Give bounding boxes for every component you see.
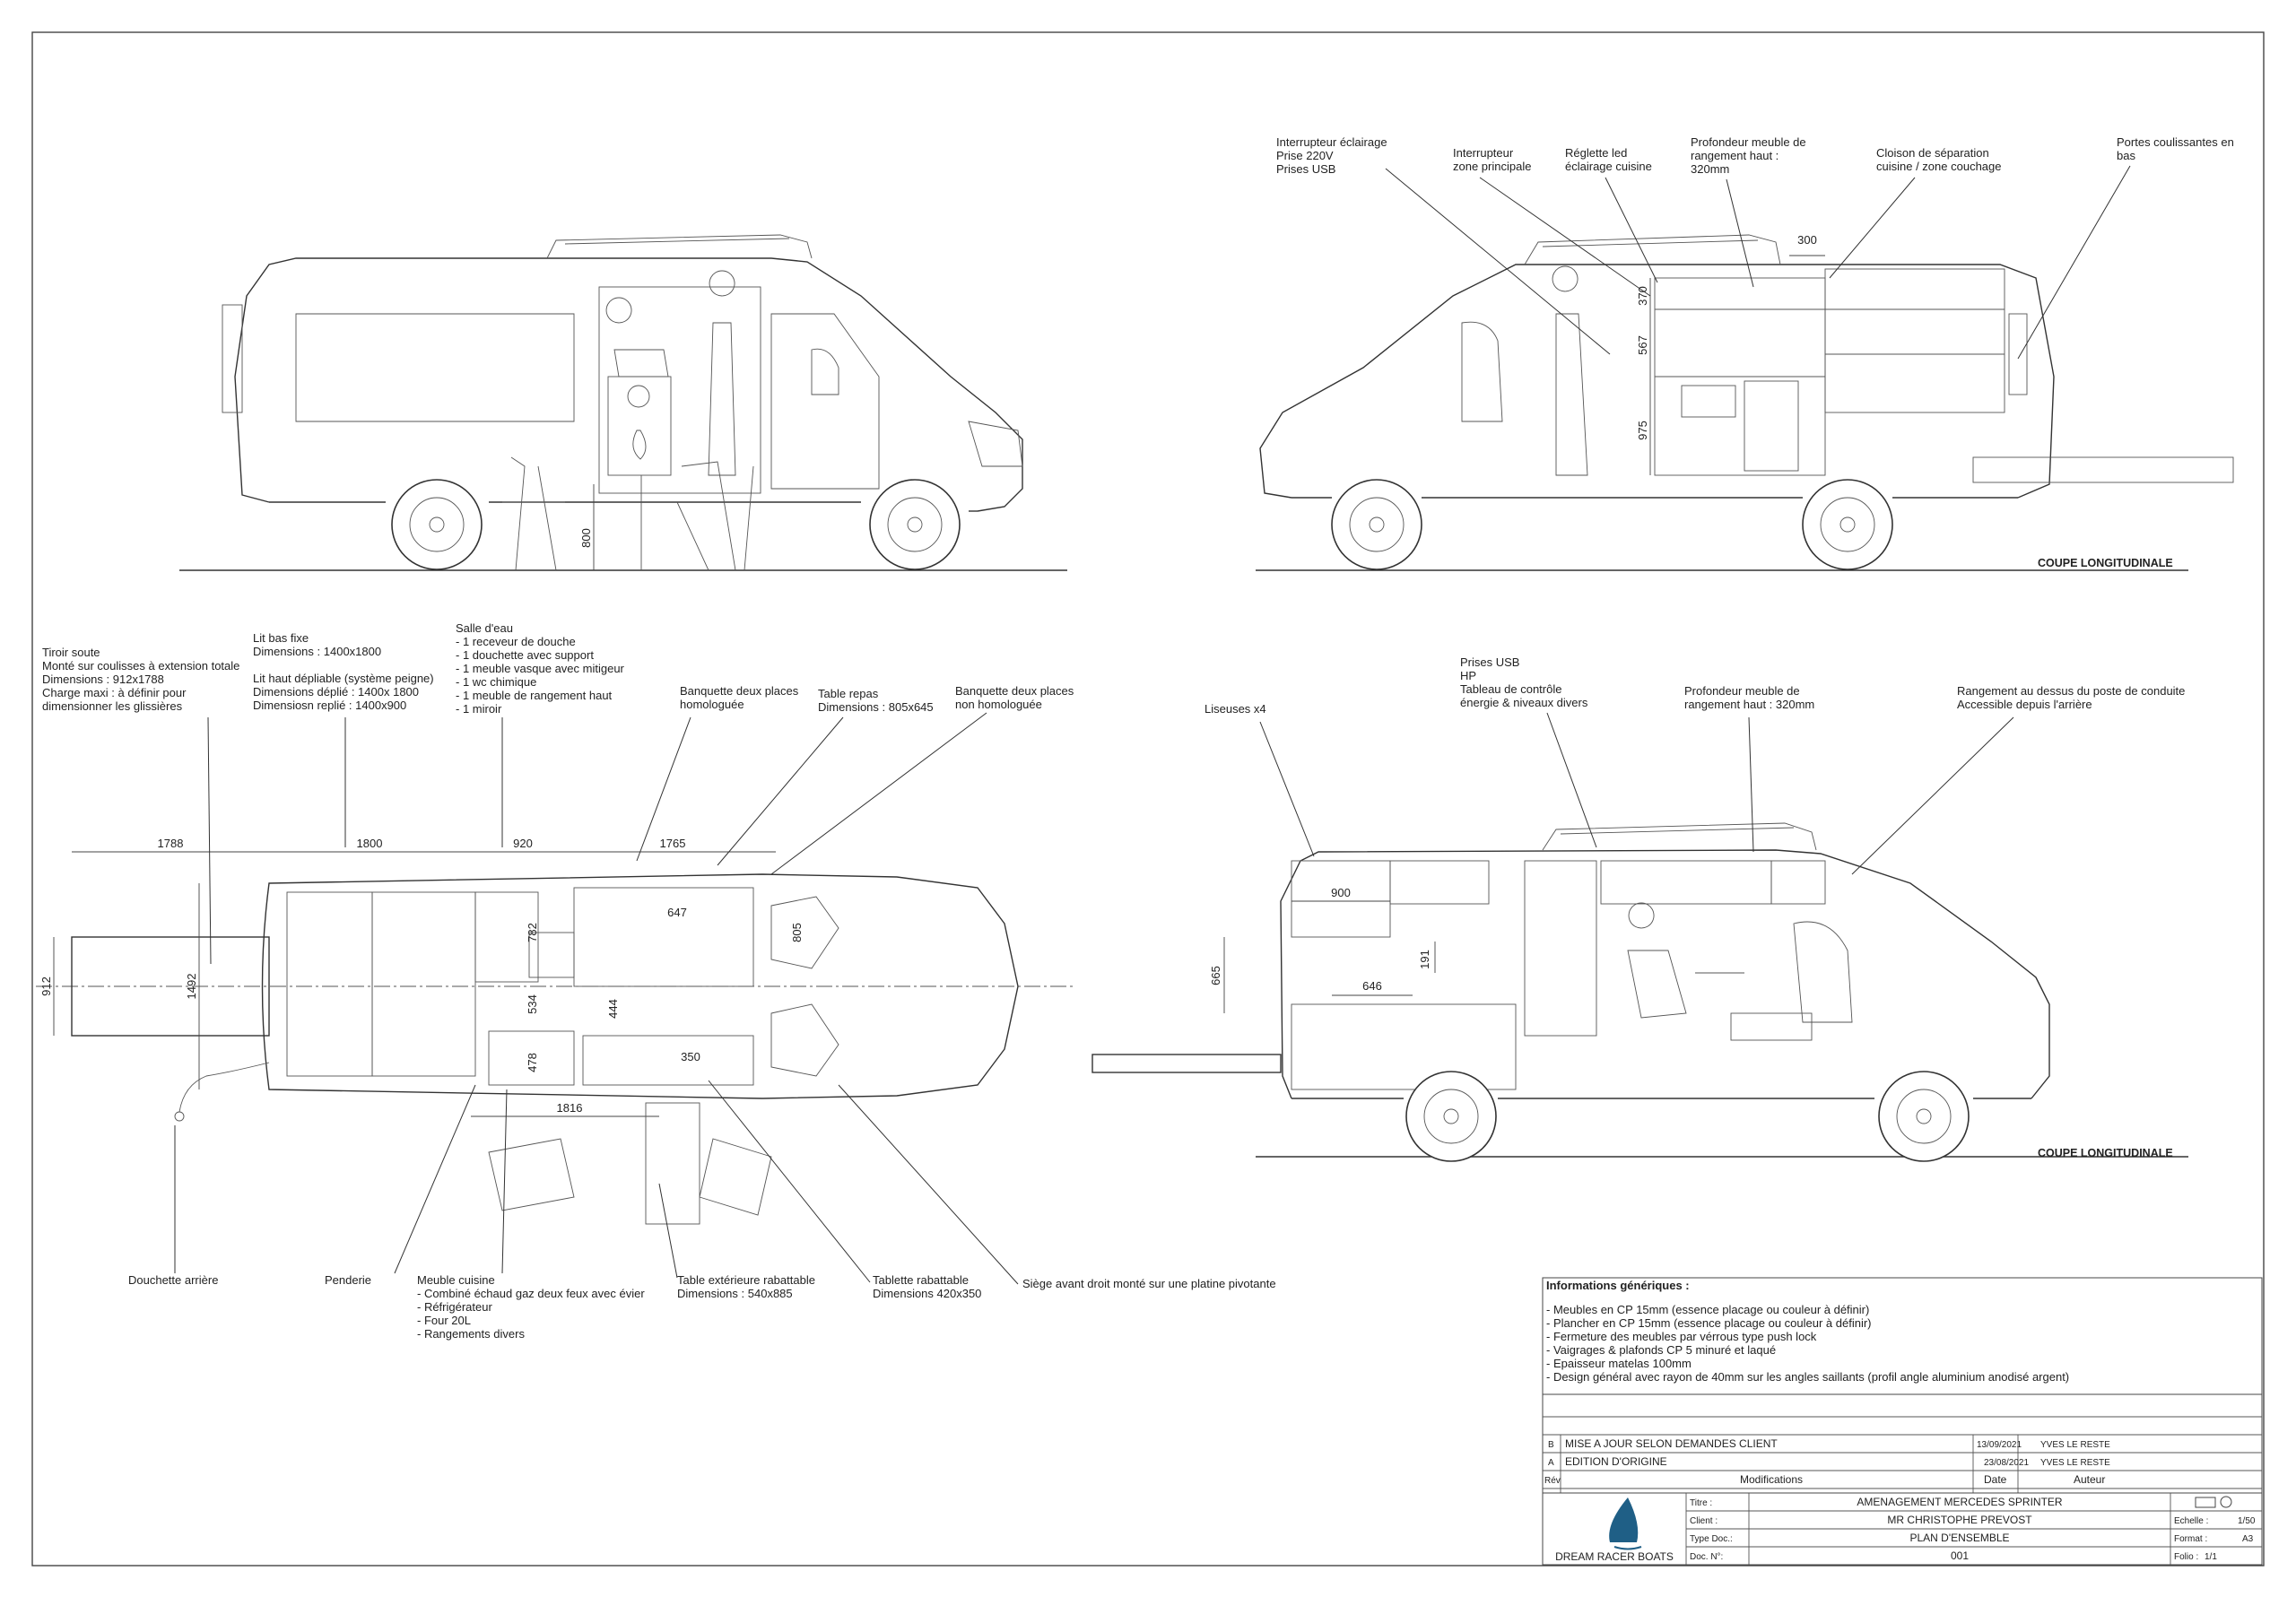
title-block: DREAM RACER BOATS Titre : AMENAGEMENT ME… bbox=[1542, 1492, 2263, 1566]
side-value-format: A3 bbox=[2242, 1534, 2254, 1544]
logo-sail-icon bbox=[1609, 1497, 1639, 1542]
dim-912: 912 bbox=[39, 976, 53, 996]
label-meuble-cuisine: Meuble cuisine - Combiné échaud gaz deux… bbox=[417, 1273, 648, 1341]
rev-row-b-author: YVES LE RESTE bbox=[2040, 1440, 2110, 1450]
bottom-right-labels: Liseuses x4 Prises USB HP Tableau de con… bbox=[1205, 655, 2188, 1159]
company-name: DREAM RACER BOATS bbox=[1555, 1550, 1674, 1563]
label-table-exterieure: Table extérieure rabattable Dimensions :… bbox=[677, 1273, 819, 1300]
sheet-border bbox=[31, 31, 2265, 1567]
label-tablette-rabattable: Tablette rabattable Dimensions 420x350 bbox=[873, 1273, 981, 1300]
rev-header-rev: Rév bbox=[1544, 1476, 1561, 1486]
projection-symbol-icon bbox=[2195, 1496, 2232, 1508]
info-title: Informations génériques : bbox=[1546, 1279, 1690, 1292]
section-title-bottom: COUPE LONGITUDINALE bbox=[2038, 1147, 2173, 1159]
rev-row-a-author: YVES LE RESTE bbox=[2040, 1458, 2110, 1468]
dim-350: 350 bbox=[681, 1050, 700, 1063]
dim-805: 805 bbox=[790, 923, 804, 942]
label-salle-eau: Salle d'eau - 1 receveur de douche - 1 d… bbox=[456, 621, 628, 716]
rev-header-mod: Modifications bbox=[1740, 1473, 1803, 1486]
dim-534: 534 bbox=[526, 994, 539, 1014]
dim-567: 567 bbox=[1636, 335, 1649, 355]
dim-900: 900 bbox=[1331, 886, 1351, 899]
dim-665: 665 bbox=[1209, 966, 1222, 985]
field-label-type: Type Doc.: bbox=[1690, 1534, 1733, 1544]
top-right-labels: Interrupteur éclairage Prise 220V Prises… bbox=[1276, 135, 2237, 569]
dim-370: 370 bbox=[1636, 286, 1649, 306]
rev-header-author: Auteur bbox=[2074, 1473, 2105, 1486]
label-penderie: Penderie bbox=[325, 1273, 371, 1287]
field-label-client: Client : bbox=[1690, 1516, 1718, 1526]
label-interrupteur-eclairage: Interrupteur éclairage Prise 220V Prises… bbox=[1276, 135, 1390, 176]
side-value-folio: 1/1 bbox=[2205, 1552, 2217, 1562]
label-rangement-conduite: Rangement au dessus du poste de conduite… bbox=[1957, 684, 2188, 711]
revision-table: B MISE A JOUR SELON DEMANDES CLIENT 13/0… bbox=[1542, 1393, 2263, 1494]
side-label-folio: Folio : bbox=[2174, 1552, 2198, 1562]
dim-647: 647 bbox=[667, 906, 687, 919]
dim-444: 444 bbox=[606, 999, 620, 1019]
label-liseuses: Liseuses x4 bbox=[1205, 702, 1266, 716]
field-value-titre: AMENAGEMENT MERCEDES SPRINTER bbox=[1857, 1496, 2062, 1508]
rev-row-b-mod: MISE A JOUR SELON DEMANDES CLIENT bbox=[1565, 1437, 1778, 1450]
label-interrupteur-zone: Interrupteur zone principale bbox=[1453, 146, 1531, 173]
rev-row-a-mod: EDITION D'ORIGINE bbox=[1565, 1455, 1667, 1468]
side-label-echelle: Echelle : bbox=[2174, 1516, 2208, 1526]
label-profondeur-meuble-haut: Profondeur meuble de rangement haut : 32… bbox=[1691, 135, 1809, 176]
van-elevation-top-left: 800 bbox=[179, 234, 1067, 571]
van-elevation-top-right: 300 370 567 975 bbox=[1256, 233, 2234, 571]
side-value-echelle: 1/50 bbox=[2238, 1516, 2256, 1526]
label-banquette-non-homologuee: Banquette deux places non homologuée bbox=[955, 684, 1077, 711]
dim-782: 782 bbox=[526, 923, 539, 942]
field-label-titre: Titre : bbox=[1690, 1498, 1712, 1508]
label-lit: Lit bas fixe Dimensions : 1400x1800 Lit … bbox=[253, 631, 437, 712]
plan-labels: Tiroir soute Monté sur coulisses à exten… bbox=[42, 621, 1276, 1341]
label-siege-avant: Siège avant droit monté sur une platine … bbox=[1022, 1277, 1276, 1290]
van-elevation-bottom-right: 900 191 646 665 bbox=[1091, 822, 2188, 1162]
field-value-client: MR CHRISTOPHE PREVOST bbox=[1887, 1514, 2032, 1526]
info-lines: - Meubles en CP 15mm (essence placage ou… bbox=[1546, 1303, 2069, 1384]
section-title-top: COUPE LONGITUDINALE bbox=[2038, 557, 2173, 569]
rev-row-a-date: 23/08/2021 bbox=[1984, 1458, 2029, 1468]
field-value-doc: 001 bbox=[1951, 1549, 1969, 1562]
rev-row-b-rev: B bbox=[1548, 1440, 1554, 1450]
dim-975: 975 bbox=[1636, 421, 1649, 440]
dim-1816: 1816 bbox=[557, 1101, 583, 1115]
field-value-type: PLAN D'ENSEMBLE bbox=[1910, 1532, 2010, 1544]
dim-646: 646 bbox=[1362, 979, 1382, 993]
dim-1800: 1800 bbox=[357, 837, 383, 850]
field-label-doc: Doc. N°: bbox=[1690, 1552, 1723, 1562]
label-prises-usb-hp: Prises USB HP Tableau de contrôle énergi… bbox=[1460, 655, 1588, 709]
dim-300: 300 bbox=[1797, 233, 1817, 247]
label-profondeur-meuble-bottom: Profondeur meuble de rangement haut : 32… bbox=[1684, 684, 1814, 711]
label-tiroir-soute: Tiroir soute Monté sur coulisses à exten… bbox=[42, 646, 243, 713]
dim-1492: 1492 bbox=[185, 974, 198, 1000]
dim-1765: 1765 bbox=[660, 837, 686, 850]
rev-row-a-rev: A bbox=[1548, 1458, 1554, 1468]
rev-header-date: Date bbox=[1984, 1473, 2007, 1486]
info-block: Informations génériques : - Meubles en C… bbox=[1542, 1277, 2263, 1395]
label-cloison-separation: Cloison de séparation cuisine / zone cou… bbox=[1876, 146, 2001, 173]
dim-920: 920 bbox=[513, 837, 533, 850]
dim-478: 478 bbox=[526, 1053, 539, 1072]
dim-191: 191 bbox=[1418, 950, 1431, 969]
label-douchette-arriere: Douchette arrière bbox=[128, 1273, 218, 1287]
label-portes-coulissantes: Portes coulissantes en bas bbox=[2117, 135, 2237, 162]
label-reglette-led: Réglette led éclairage cuisine bbox=[1565, 146, 1652, 173]
side-label-format: Format : bbox=[2174, 1534, 2207, 1544]
label-banquette-homologuee: Banquette deux places homologuée bbox=[680, 684, 802, 711]
plan-view: 1788 1800 920 1765 912 1492 782 647 805 … bbox=[36, 837, 1076, 1225]
label-table-repas: Table repas Dimensions : 805x645 bbox=[818, 687, 934, 714]
dim-800: 800 bbox=[579, 528, 593, 548]
dim-1788: 1788 bbox=[158, 837, 184, 850]
rev-row-b-date: 13/09/2021 bbox=[1977, 1440, 2022, 1450]
